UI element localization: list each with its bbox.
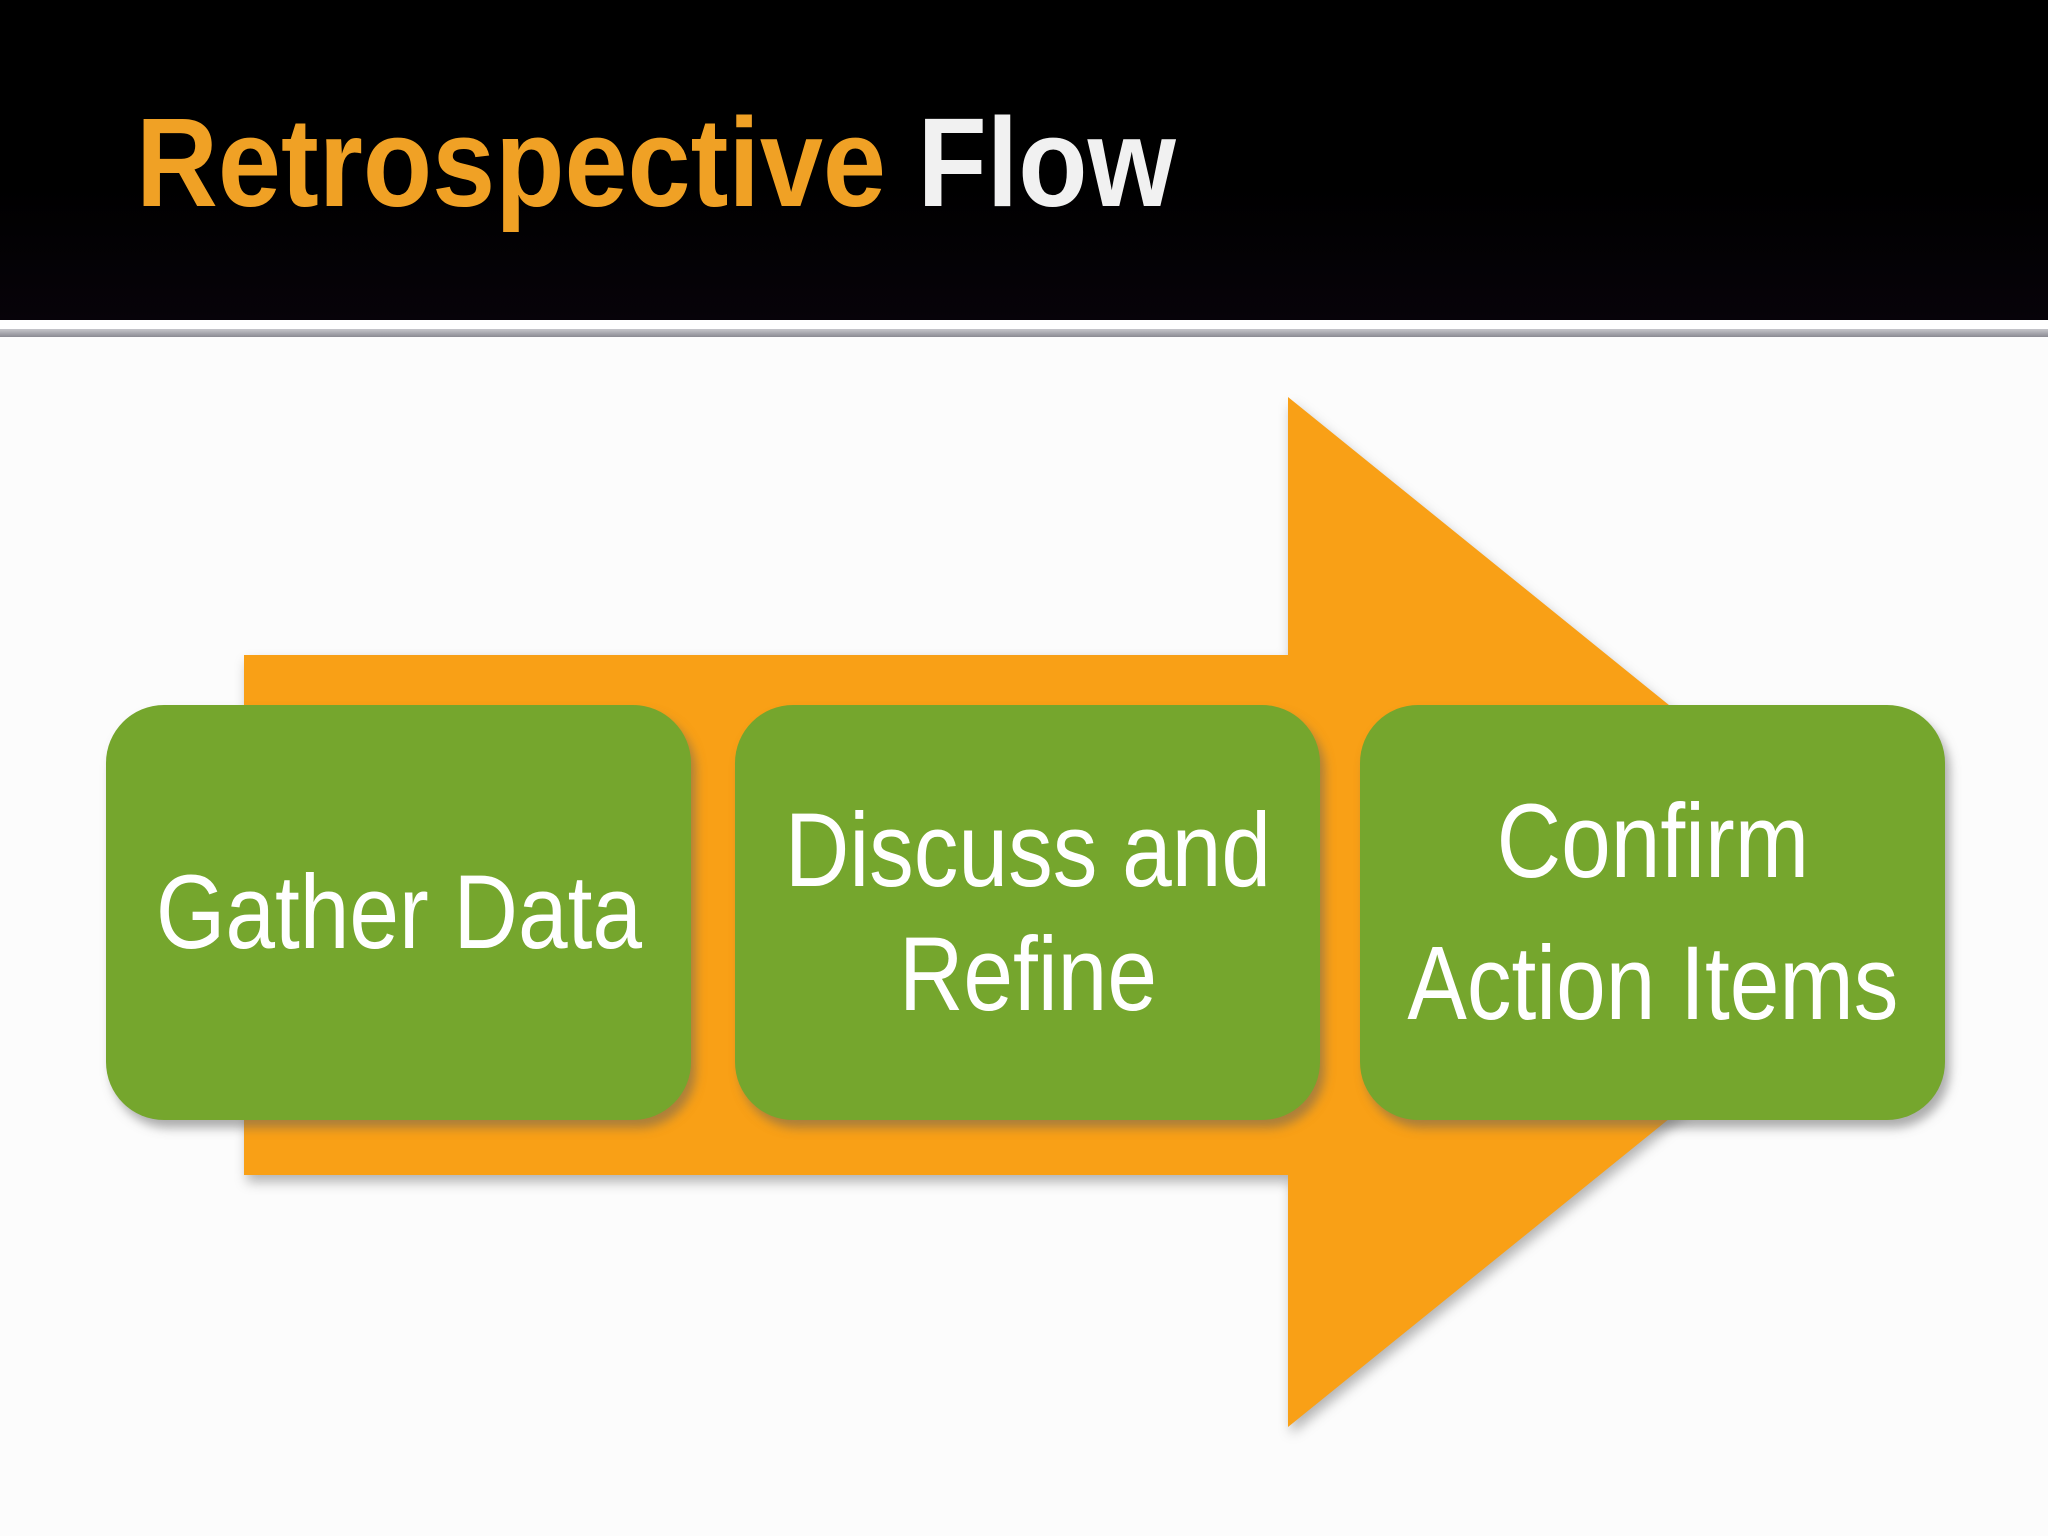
- step-label-line: Refine: [898, 915, 1157, 1033]
- step-label-line: Action Items: [1406, 924, 1899, 1042]
- header-banner: Retrospective Flow: [0, 0, 2048, 320]
- step-gather-data: Gather Data: [106, 705, 691, 1120]
- slide-title: Retrospective Flow: [136, 100, 1176, 226]
- step-confirm-action-items-label: Confirm Action Items: [1407, 780, 1898, 1046]
- step-gather-data-label: Gather Data: [155, 851, 641, 975]
- divider-gap: [0, 320, 2048, 329]
- process-flow-diagram: Gather Data Discuss and Refine Confirm A…: [0, 337, 2048, 1536]
- divider-rule: [0, 329, 2048, 337]
- step-confirm-action-items: Confirm Action Items: [1360, 705, 1945, 1120]
- step-label-line: Confirm: [1496, 782, 1809, 900]
- slide-title-rest: Flow: [917, 92, 1176, 233]
- step-discuss-and-refine: Discuss and Refine: [735, 705, 1320, 1120]
- step-discuss-and-refine-label: Discuss and Refine: [784, 789, 1270, 1037]
- step-label-line: Gather Data: [155, 853, 642, 971]
- slide-title-highlight: Retrospective: [136, 92, 887, 233]
- step-label-line: Discuss and: [784, 791, 1271, 909]
